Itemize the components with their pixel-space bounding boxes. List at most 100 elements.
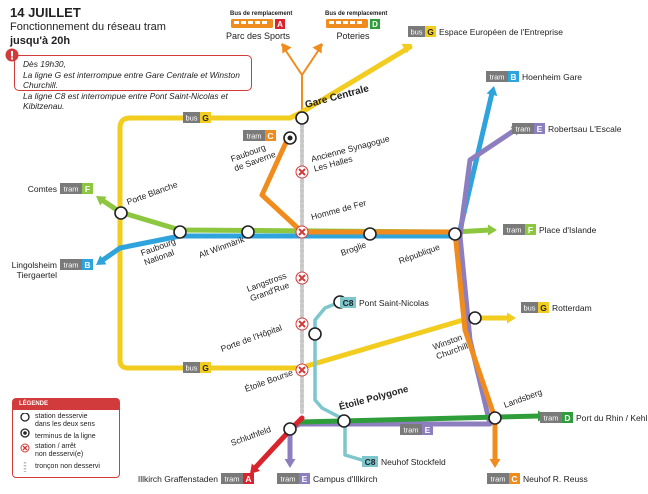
svg-text:tram: tram — [507, 226, 522, 235]
svg-text:tram: tram — [544, 414, 559, 423]
closed-ancienne-synagogue — [295, 165, 309, 179]
station-porte-blanche — [114, 206, 128, 220]
station-landsberg — [488, 411, 502, 425]
terminal-illkirch-graffenstaden-badge: tram A — [221, 473, 254, 484]
line-c-neuhof-arrow — [489, 459, 501, 468]
label-broglie: Broglie — [339, 239, 368, 258]
svg-text:bus: bus — [185, 114, 197, 123]
terminal-place-d-islande-badge: tram F — [503, 224, 536, 235]
svg-text:C: C — [511, 474, 517, 484]
inline-badge-g-top: bus G — [183, 112, 211, 123]
notice-line-3: La ligne C8 est interrompue entre Pont S… — [23, 90, 228, 112]
terminal-place-d-islande: Place d'Islande — [539, 225, 597, 235]
terminal-campus-d-illkirch: Campus d'Illkirch — [313, 474, 378, 484]
station-etoile-polygone — [337, 414, 351, 428]
svg-text:tram: tram — [247, 132, 262, 141]
label-winston-churchill: WinstonChurchill — [431, 331, 469, 361]
closed-etoile-bourse — [295, 363, 309, 377]
line-b-hoenheim-arrow — [486, 86, 498, 97]
station-c8-mid — [308, 327, 322, 341]
svg-text:bus: bus — [410, 28, 422, 37]
svg-text:A: A — [245, 474, 251, 484]
svg-text:C: C — [267, 131, 273, 141]
terminal-illkirch-graffenstaden: Illkirch Graffenstaden — [138, 474, 218, 484]
svg-text:E: E — [302, 474, 308, 484]
parc-sports-arrow — [282, 43, 292, 54]
svg-text:G: G — [202, 363, 209, 373]
inline-badge-g-bottom: bus G — [183, 362, 211, 373]
svg-text:D: D — [564, 413, 570, 423]
poteries-arrow — [312, 43, 322, 54]
station-alt-winmarik — [241, 225, 255, 239]
svg-text:E: E — [425, 425, 431, 435]
svg-text:bus: bus — [185, 364, 197, 373]
replacement-bus-A: A — [231, 19, 285, 29]
replacement-bus-D: D — [326, 19, 380, 29]
replacement-stop-D: Poteries — [336, 31, 370, 41]
terminal-espace-europ-en-de-l-entreprise-badge: bus G — [408, 26, 436, 37]
terminal-pont-saint-nicolas: Pont Saint-Nicolas — [359, 298, 429, 308]
terminal-hoenheim-gare: Hoenheim Gare — [522, 72, 582, 82]
terminal-espace-europ-en-de-l-entreprise: Espace Européen de l'Entreprise — [439, 27, 563, 37]
line-a-illkirch-arrow — [250, 463, 261, 474]
line-g-rotterdam-arrow — [507, 312, 516, 324]
line-e-campus-arrow — [284, 459, 296, 468]
label-etoile-bourse: Étoile Bourse — [243, 367, 294, 394]
svg-text:G: G — [427, 27, 434, 37]
terminal-port-du-rhin-kehl-rathaus: Port du Rhin / Kehl Rathaus — [576, 413, 648, 423]
label-landsberg: Landsberg — [502, 387, 543, 410]
terminal-robertsau-l-escale-badge: tram E — [512, 123, 545, 134]
svg-text:bus: bus — [523, 304, 535, 313]
closed-homme-de-fer — [295, 225, 309, 239]
svg-text:tram: tram — [225, 475, 240, 484]
label-homme-de-fer: Homme de Fer — [310, 198, 368, 222]
station-republique — [448, 227, 462, 241]
disruption-notice: Dès 19h30, La ligne G est interrompue en… — [14, 55, 252, 111]
svg-text:tram: tram — [404, 426, 419, 435]
line-f-comtes-arrow — [96, 196, 107, 206]
svg-text:G: G — [202, 113, 209, 123]
closed-langstross — [295, 271, 309, 285]
served-station-icon — [20, 413, 30, 422]
terminal-rotterdam-badge: bus G — [521, 302, 549, 313]
notice-line-2: La ligne G est interrompue entre Gare Ce… — [23, 69, 240, 91]
header: 14 JUILLET Fonctionnement du réseau tram… — [10, 6, 166, 48]
replacement-bus-label-D: Bus de remplacement — [325, 11, 387, 17]
svg-text:tram: tram — [64, 261, 79, 270]
date-title: 14 JUILLET — [10, 5, 81, 20]
terminal-port-du-rhin-kehl-rathaus-badge: tram D — [540, 412, 573, 423]
terminal-pont-saint-nicolas-badge: C8 — [340, 297, 356, 308]
label-gare-centrale: Gare Centrale — [304, 83, 371, 111]
label-etoile-polygone: Étoile Polygone — [338, 384, 410, 413]
label-republique: République — [397, 242, 441, 266]
terminal-comtes: Comtes — [28, 184, 57, 194]
closed-station-icon — [22, 445, 28, 451]
svg-text:G: G — [540, 303, 547, 313]
station-winston-churchill — [468, 311, 482, 325]
svg-text:tram: tram — [516, 125, 531, 134]
svg-text:tram: tram — [490, 73, 505, 82]
terminal-robertsau-l-escale: Robertsau L'Escale — [548, 124, 622, 134]
label-schluthfeld: Schluthfeld — [229, 424, 272, 448]
inline-badge-e: tram E — [400, 424, 433, 435]
subtitle: Fonctionnement du réseau tram — [10, 21, 166, 33]
svg-text:tram: tram — [64, 185, 79, 194]
svg-text:tram: tram — [491, 475, 506, 484]
station-faubourg-national — [173, 225, 187, 239]
svg-text:C8: C8 — [365, 457, 376, 467]
svg-text:F: F — [528, 225, 533, 235]
svg-text:C8: C8 — [343, 298, 354, 308]
terminal-rotterdam: Rotterdam — [552, 303, 592, 313]
line-c8-route — [313, 300, 364, 462]
label-porte-blanche: Porte Blanche — [125, 179, 179, 207]
line-g-route — [117, 109, 513, 371]
replacement-stop-A: Parc des Sports — [226, 31, 291, 41]
svg-text:E: E — [537, 124, 543, 134]
inline-badge-c: tram C — [243, 130, 276, 141]
